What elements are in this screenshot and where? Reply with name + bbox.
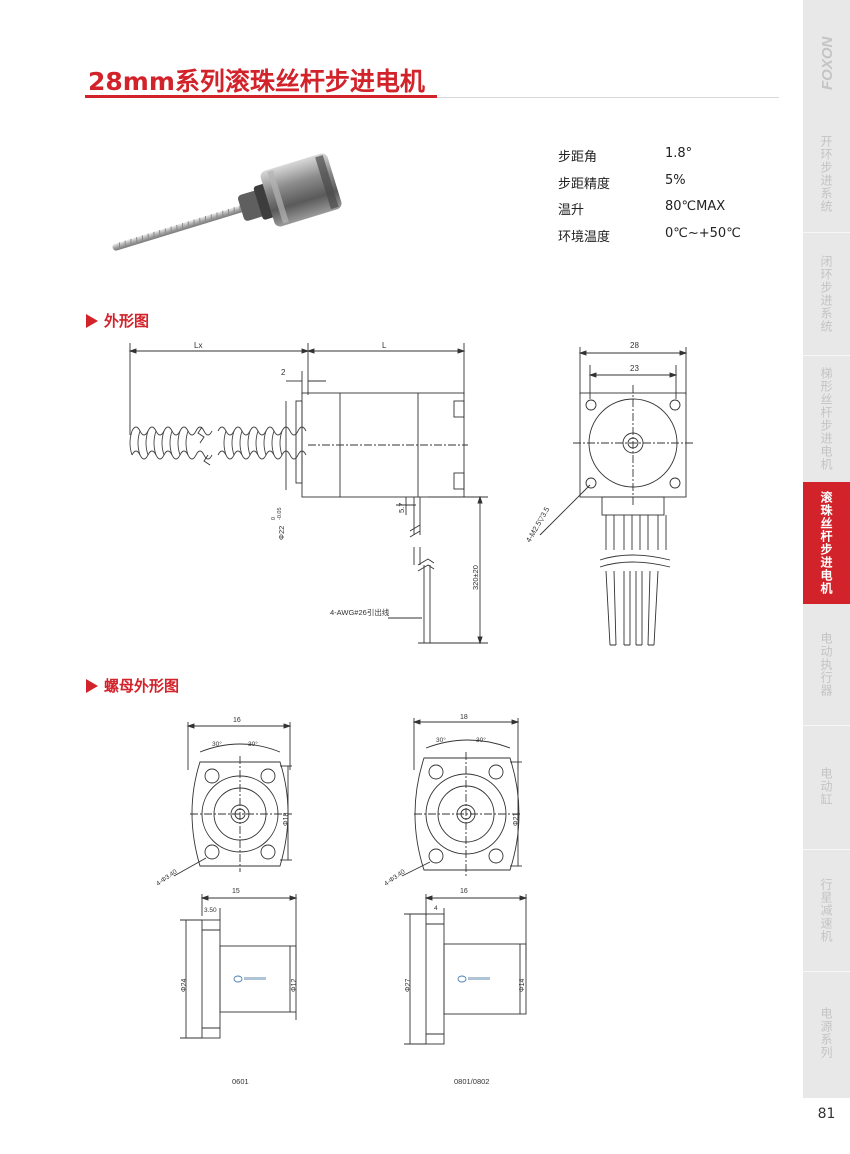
nut-holes-label: 4-Φ3.40	[155, 868, 179, 888]
sidebar-item-electric-cylinder[interactable]: 电动缸	[803, 728, 850, 845]
dim-lx-label: Lx	[194, 341, 202, 350]
category-sidebar: FOXON 开环步进系统 闭环步进系统 梯形丝杆步进电机 滚珠丝杆步进电机 电动…	[803, 0, 850, 1098]
nut-0801-drawing: 18 30° 30° Φ21 4-Φ3.40 16 4 Φ27 Φ14 0801…	[383, 714, 528, 1086]
page-title: 28mm系列滚珠丝杆步进电机	[88, 67, 425, 96]
spec-label: 环境温度	[558, 229, 611, 245]
spec-row: 步距精度 5%	[558, 173, 778, 200]
sidebar-divider	[803, 725, 850, 726]
logo-text: FOXON	[819, 35, 836, 90]
spec-value: 0℃~+50℃	[665, 225, 741, 241]
sidebar-item-label: 闭环步进系统	[819, 254, 833, 333]
section-heading-outline: 外形图	[86, 310, 149, 331]
sidebar-divider	[803, 355, 850, 356]
sidebar-item-label: 开环步进系统	[819, 134, 833, 213]
nut-angle-left: 30°	[212, 740, 222, 748]
nut-body-dia-label: Φ14	[519, 979, 526, 992]
dim-dia22-label: Φ22	[277, 526, 286, 540]
spec-row: 环境温度 0℃~+50℃	[558, 226, 778, 253]
sidebar-item-planetary-reducer[interactable]: 行星减速机	[803, 852, 850, 969]
nut-flange-label: 4	[434, 905, 438, 912]
nut-bolt-circle-label: Φ18	[283, 813, 290, 826]
sidebar-item-label: 行星减速机	[819, 878, 833, 943]
nut-flange-label: 3.50	[204, 907, 217, 914]
sidebar-item-label: 梯形丝杆步进电机	[819, 367, 833, 471]
nut-angle-right: 30°	[248, 740, 258, 748]
section-heading-text: 螺母外形图	[104, 677, 180, 695]
sidebar-item-trapezoidal-screw[interactable]: 梯形丝杆步进电机	[803, 358, 850, 480]
spec-table: 步距角 1.8° 步距精度 5% 温升 80℃MAX 环境温度 0℃~+50℃	[558, 146, 778, 252]
section-heading-nut: 螺母外形图	[86, 675, 179, 696]
nut-length-label: 16	[460, 888, 468, 895]
sidebar-item-label: 滚珠丝杆步进电机	[819, 491, 833, 595]
triangle-bullet-icon	[86, 679, 98, 693]
sidebar-divider	[803, 232, 850, 233]
nut-model-label: 0601	[232, 1077, 249, 1086]
nut-0601-drawing: 16 30° 30° Φ18 4-Φ3.40 15 3.50 Φ24 Φ12 0…	[155, 717, 298, 1086]
motor-end-view-drawing: 28 23 4-M2.5▽3.5	[524, 341, 693, 646]
dim-5-7-label: 5.7	[397, 503, 406, 513]
spec-label: 步距精度	[558, 176, 611, 192]
nut-angle-right: 30°	[476, 736, 486, 744]
sidebar-item-ball-screw[interactable]: 滚珠丝杆步进电机	[803, 482, 850, 604]
sidebar-item-closed-loop[interactable]: 闭环步进系统	[803, 235, 850, 352]
spec-value: 1.8°	[665, 146, 693, 161]
sidebar-item-power-supply[interactable]: 电源系列	[803, 974, 850, 1091]
title-accent-bar	[85, 95, 437, 98]
spec-value: 5%	[665, 172, 686, 188]
dim-2-label: 2	[281, 368, 286, 377]
nut-holes-label: 4-Φ3.40	[383, 868, 407, 888]
spec-label: 步距角	[558, 150, 598, 165]
spec-row: 温升 80℃MAX	[558, 199, 778, 226]
nut-outer-dia-label: Φ27	[405, 979, 412, 992]
sidebar-divider	[803, 971, 850, 972]
nut-model-label: 0801/0802	[454, 1077, 489, 1086]
motor-side-view-drawing: Lx L 2 Φ22 0 -0.05 5.7 320±20 4-AWG#26引出…	[128, 341, 488, 645]
triangle-bullet-icon	[86, 314, 98, 328]
dim-dia22-tol-top: 0	[271, 517, 277, 520]
foxon-logo: FOXON	[803, 0, 850, 110]
spec-label: 温升	[558, 203, 585, 218]
nut-width-label: 18	[460, 714, 468, 721]
nut-outer-dia-label: Φ24	[181, 979, 188, 992]
spec-row: 步距角 1.8°	[558, 146, 778, 173]
sidebar-item-actuator[interactable]: 电动执行器	[803, 606, 850, 723]
sidebar-item-open-loop[interactable]: 开环步进系统	[803, 115, 850, 232]
screw-note: 4-M2.5▽3.5	[524, 505, 552, 544]
sidebar-item-label: 电动执行器	[819, 632, 833, 697]
sidebar-item-label: 电动缸	[819, 767, 833, 806]
nut-length-label: 15	[232, 888, 240, 895]
product-photo	[112, 153, 342, 251]
wire-note: 4-AWG#26引出线	[330, 607, 390, 617]
dim-28-label: 28	[630, 341, 639, 350]
sidebar-divider	[803, 849, 850, 850]
section-heading-text: 外形图	[104, 312, 150, 330]
nut-body-dia-label: Φ12	[291, 979, 298, 992]
dim-dia22-tol-bottom: -0.05	[277, 507, 283, 520]
nut-angle-left: 30°	[436, 736, 446, 744]
sidebar-item-label: 电源系列	[819, 1006, 833, 1059]
nut-bolt-circle-label: Φ21	[513, 813, 520, 826]
dim-23-label: 23	[630, 364, 639, 373]
dim-lead-length-label: 320±20	[471, 565, 480, 590]
dim-l-label: L	[382, 341, 387, 350]
spec-value: 80℃MAX	[665, 199, 726, 214]
page-number: 81	[817, 1106, 836, 1122]
nut-width-label: 16	[233, 717, 241, 724]
